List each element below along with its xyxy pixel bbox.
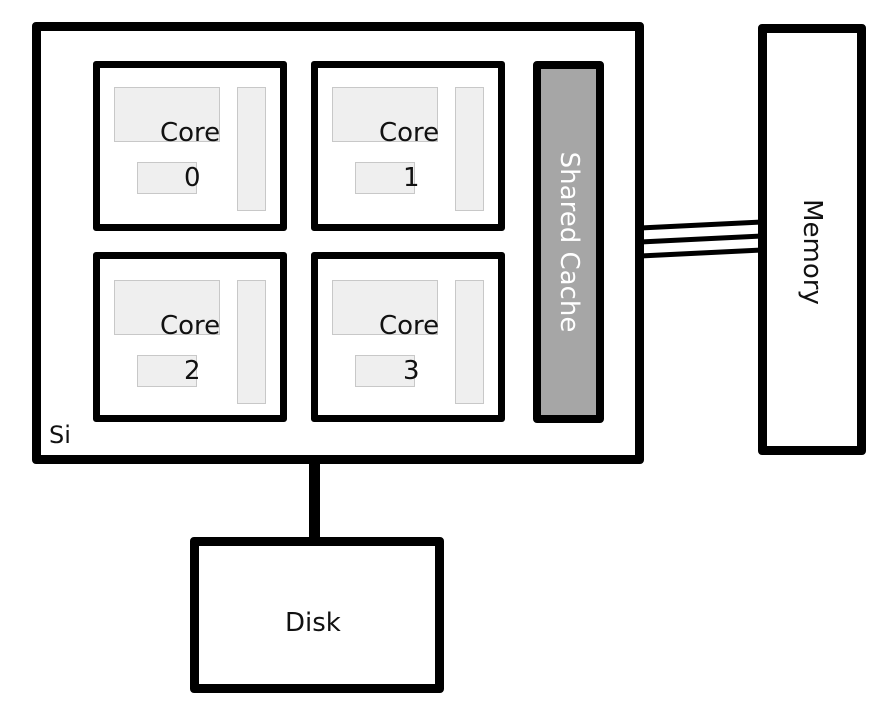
memory-label: Memory [797, 198, 827, 305]
core-1-unit-top [332, 87, 438, 142]
core-1: Core 1 [311, 61, 505, 231]
core-1-unit-bottom [355, 162, 415, 194]
core-3-unit-bottom [355, 355, 415, 387]
core-0-unit-bottom [137, 162, 197, 194]
core-3-name: Core [379, 311, 440, 341]
core-1-name: Core [379, 118, 440, 148]
core-2-name: Core [160, 311, 221, 341]
shared-cache-label: Shared Cache [553, 151, 584, 333]
memory-box: Memory [758, 24, 866, 455]
core-0-id: 0 [184, 163, 201, 193]
core-0-unit-top [114, 87, 220, 142]
core-1-id: 1 [403, 163, 420, 193]
core-0: Core 0 [93, 61, 287, 231]
core-2-unit-bottom [137, 355, 197, 387]
disk-label: Disk [285, 608, 341, 638]
core-2-unit-top [114, 280, 220, 335]
core-3-id: 3 [403, 356, 420, 386]
core-2-id: 2 [184, 356, 201, 386]
core-3-unit-top [332, 280, 438, 335]
core-0-unit-side [237, 87, 266, 211]
core-3: Core 3 [311, 252, 505, 422]
memory-bus [639, 218, 763, 264]
disk-box: Disk [190, 537, 444, 693]
core-0-name: Core [160, 118, 221, 148]
memory-bus-lines [639, 219, 763, 259]
chip-disk-connector [309, 458, 320, 544]
core-3-unit-side [455, 280, 484, 404]
core-2: Core 2 [93, 252, 287, 422]
shared-cache: Shared Cache [533, 61, 604, 423]
core-2-unit-side [237, 280, 266, 404]
core-1-unit-side [455, 87, 484, 211]
chip-label: Si [49, 421, 71, 449]
